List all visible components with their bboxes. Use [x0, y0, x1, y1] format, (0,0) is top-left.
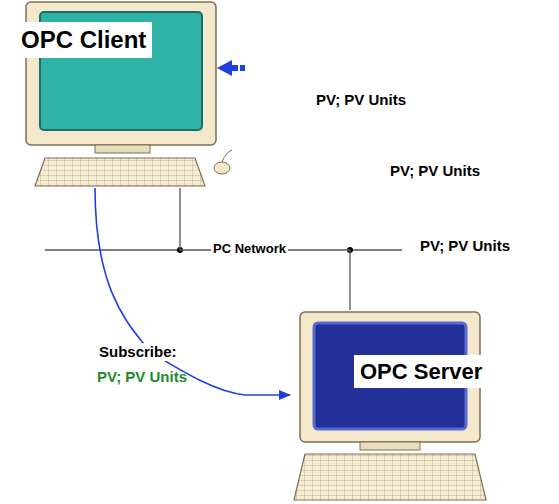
- connector-label: Subscribe:: [97, 343, 179, 361]
- subscribe-connector: [95, 188, 290, 395]
- signal-label: PV; PV Units: [316, 91, 406, 109]
- signal-label: PV; PV Units: [420, 237, 510, 255]
- computer-node: OPC Server: [290, 310, 490, 504]
- network-connector: [180, 188, 350, 310]
- computer-node: OPC Client: [15, 0, 230, 188]
- signal-label: PV; PV Units: [97, 368, 187, 386]
- signal-label: PV; PV Units: [390, 162, 480, 180]
- screen-label: OPC Client: [15, 22, 152, 58]
- connector-label: PC Network: [211, 241, 288, 257]
- screen-label: OPC Server: [354, 355, 488, 388]
- server-computer: [294, 312, 486, 500]
- pointer-arrow: [217, 60, 245, 76]
